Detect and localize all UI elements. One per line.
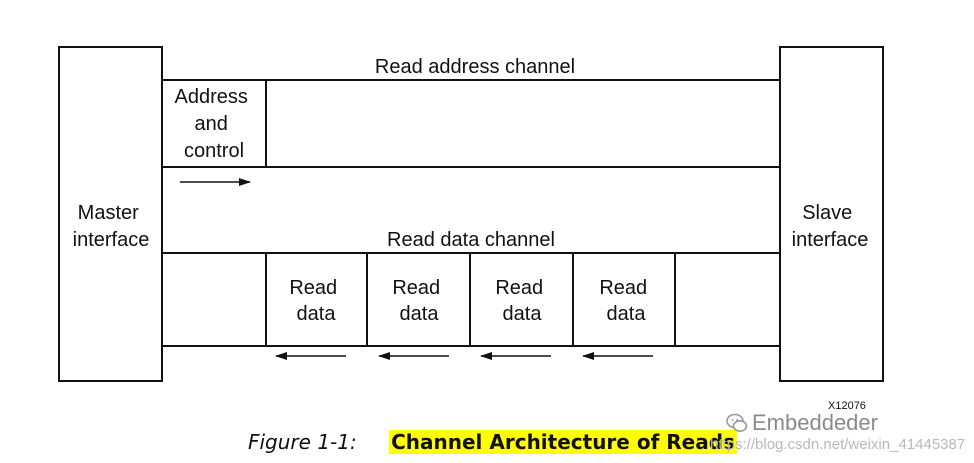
read-data-cell-3: Read data	[495, 277, 548, 325]
slave-interface-box	[779, 46, 884, 382]
slave-interface-label: Slave interface	[792, 202, 869, 251]
read-address-channel	[161, 79, 781, 168]
master-interface-label: Master interface	[73, 202, 150, 251]
slave-label-line2: interface	[792, 229, 869, 251]
slave-label-line1: Slave	[802, 202, 852, 224]
figure-number: Figure 1-1:	[248, 430, 357, 454]
read-data-cell-4-line2: data	[607, 303, 647, 325]
watermark-url: https://blog.csdn.net/weixin_41445387	[710, 436, 966, 453]
read-data-cell-2: Read data	[392, 277, 445, 325]
read-data-cell-1-line2: data	[297, 303, 337, 325]
figure-caption: Figure 1-1: Channel Architecture of Read…	[248, 430, 737, 454]
read-data-cell-2-line1: Read	[392, 277, 440, 299]
master-label-line2: interface	[73, 229, 150, 251]
address-control-label: Address and control	[175, 86, 254, 162]
master-label-line1: Master	[78, 202, 139, 224]
read-data-cell-4: Read data	[599, 277, 652, 325]
address-label-line3: control	[184, 140, 244, 162]
figure-title: Channel Architecture of Reads	[389, 430, 737, 454]
read-address-channel-label: Read address channel	[375, 56, 575, 78]
read-data-cell-3-line1: Read	[495, 277, 543, 299]
read-data-cell-3-line2: data	[503, 303, 543, 325]
watermark-brand: Embeddeder	[752, 410, 878, 435]
read-data-cell-1: Read data	[289, 277, 342, 325]
address-label-line1: Address	[175, 86, 248, 108]
watermark: Embeddeder https://blog.csdn.net/weixin_…	[690, 410, 974, 460]
wechat-icon	[726, 413, 748, 432]
figure-id: X12076	[828, 400, 866, 412]
read-data-cell-1-line1: Read	[289, 277, 337, 299]
address-label-line2: and	[195, 113, 228, 135]
read-data-channel-label: Read data channel	[387, 229, 555, 251]
master-interface-box	[58, 46, 163, 382]
read-data-cell-4-line1: Read	[599, 277, 647, 299]
read-data-cell-2-line2: data	[400, 303, 440, 325]
